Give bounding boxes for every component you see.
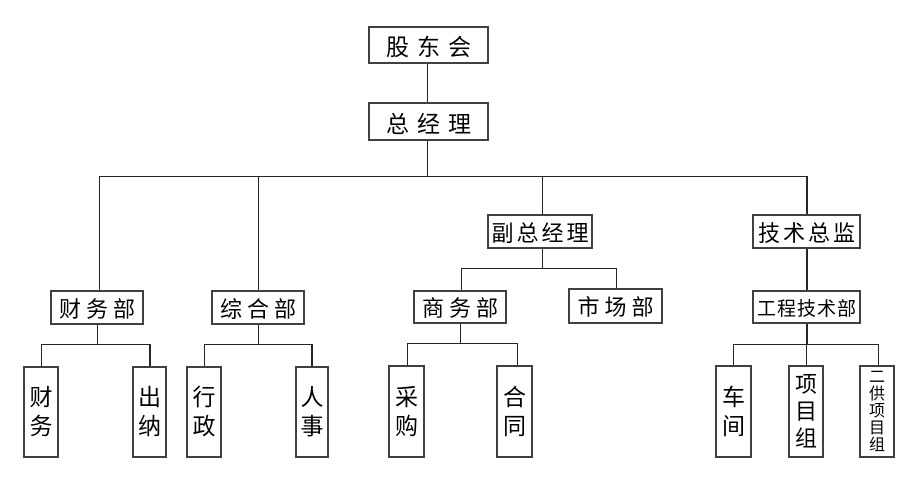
connector-shareholders-gm	[426, 64, 428, 102]
org-node-workshop: 车间	[715, 365, 752, 458]
connector-deputy-gm-bus	[461, 267, 616, 269]
connector-to-contract	[516, 343, 518, 365]
connector-bus-deputy-gm	[541, 176, 543, 214]
connector-general-affairs-stem	[257, 325, 259, 344]
connector-finance-dept-stem	[96, 325, 98, 344]
org-node-cashier: 出纳	[132, 366, 167, 458]
org-node-cashier-label: 出纳	[138, 384, 161, 439]
connector-to-administration	[203, 344, 205, 366]
connector-bus-tech-director	[806, 176, 808, 214]
connector-deputy-gm-stem	[541, 249, 543, 268]
connector-techdir-engineering	[806, 249, 808, 290]
connector-to-workshop	[732, 344, 734, 365]
connector-to-cashier	[149, 344, 151, 366]
org-node-shareholders: 股东会	[368, 26, 489, 64]
org-node-procurement-label: 采购	[395, 383, 418, 439]
connector-bus-general-affairs	[257, 176, 259, 290]
connector-finance-dept-bus	[41, 343, 150, 345]
org-node-administration-label: 行政	[192, 384, 216, 439]
org-node-second-supply-project-team-label: 二供项目组	[868, 369, 885, 454]
org-node-finance-dept: 财务部	[50, 290, 144, 325]
connector-business-dept-bus	[407, 342, 517, 344]
connector-to-finance	[40, 344, 42, 366]
org-node-project-team-label: 项目组	[794, 372, 817, 451]
org-node-finance-label: 财务	[29, 384, 53, 439]
org-node-finance: 财务	[23, 366, 59, 458]
connector-bus-finance-dept	[98, 176, 100, 290]
connector-main-bus	[99, 175, 807, 177]
org-node-workshop-label: 车间	[722, 383, 745, 439]
org-node-engineering-tech-dept: 工程技术部	[752, 290, 861, 324]
connector-engineering-stem	[806, 324, 808, 344]
org-node-second-supply-project-team: 二供项目组	[859, 365, 895, 458]
org-node-marketing-dept: 市场部	[568, 288, 663, 324]
org-node-technical-director: 技术总监	[752, 214, 861, 249]
connector-business-dept-stem	[459, 324, 461, 343]
org-node-general-manager: 总经理	[368, 102, 489, 141]
connector-gm-bus	[426, 141, 428, 176]
org-node-business-dept: 商务部	[413, 290, 507, 324]
org-node-general-affairs-dept: 综合部	[211, 290, 305, 325]
org-node-project-team: 项目组	[788, 365, 824, 458]
org-node-deputy-general-manager: 副总经理	[487, 214, 593, 249]
connector-to-business-dept	[460, 268, 462, 290]
connector-to-procurement	[406, 343, 408, 365]
org-node-contract-label: 合同	[503, 383, 526, 439]
org-node-administration: 行政	[186, 366, 222, 458]
org-node-hr: 人事	[295, 366, 329, 458]
connector-to-marketing-dept	[615, 268, 617, 289]
org-node-contract: 合同	[496, 365, 533, 458]
connector-general-affairs-bus	[204, 343, 312, 345]
org-node-procurement: 采购	[388, 365, 425, 458]
connector-to-second-supply	[877, 344, 879, 365]
connector-to-hr	[311, 344, 313, 366]
org-node-hr-label: 人事	[300, 384, 324, 439]
connector-to-project-team	[805, 344, 807, 365]
